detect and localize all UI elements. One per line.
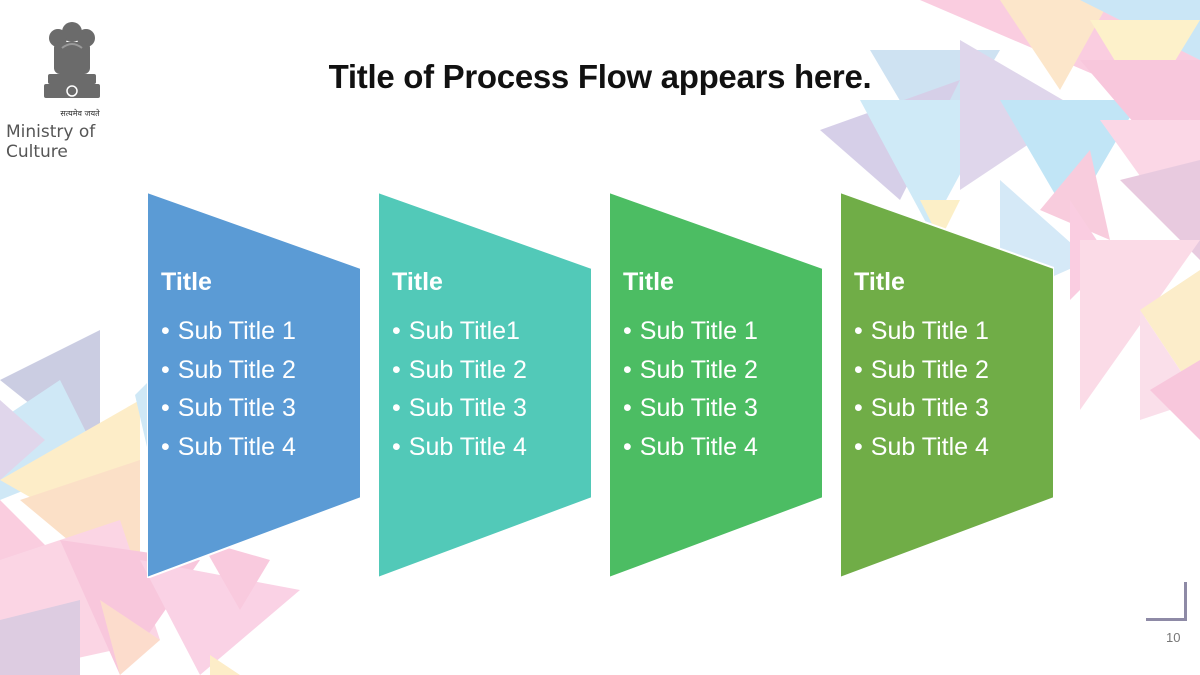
step-subtitle-list: Sub Title 1 Sub Title 2 Sub Title 3 Sub … [623,312,758,466]
page-number: 10 [1166,630,1181,645]
step-subtitle: Sub Title 2 [854,351,989,390]
step-subtitle-list: Sub Title 1 Sub Title 2 Sub Title 3 Sub … [854,312,989,466]
step-title: Title [854,268,905,296]
step-title: Title [623,268,674,296]
step-subtitle: Sub Title 4 [161,428,296,467]
emblem-motto: सत्यमेव जयते [60,109,100,118]
slide-title: Title of Process Flow appears here. [328,58,872,95]
step-subtitle: Sub Title 3 [161,389,296,428]
process-step-1: Title Sub Title 1 Sub Title 2 Sub Title … [147,192,361,578]
step-subtitle: Sub Title 4 [854,428,989,467]
national-emblem-icon [44,22,100,98]
step-subtitle: Sub Title 1 [161,312,296,351]
step-title: Title [392,268,443,296]
process-step-2: Title Sub Title1 Sub Title 2 Sub Title 3… [378,192,592,578]
process-step-3: Title Sub Title 1 Sub Title 2 Sub Title … [609,192,823,578]
corner-bracket-decoration [1146,582,1187,621]
step-subtitle: Sub Title 1 [854,312,989,351]
ministry-logo: सत्यमेव जयते Ministry of Culture [0,8,160,162]
step-subtitle: Sub Title 2 [392,351,527,390]
step-subtitle: Sub Title 3 [392,389,527,428]
step-subtitle: Sub Title 1 [623,312,758,351]
ministry-name: Ministry of Culture [6,122,96,162]
step-subtitle: Sub Title 4 [623,428,758,467]
step-subtitle: Sub Title 4 [392,428,527,467]
step-title: Title [161,268,212,296]
step-subtitle-list: Sub Title1 Sub Title 2 Sub Title 3 Sub T… [392,312,527,466]
step-subtitle-list: Sub Title 1 Sub Title 2 Sub Title 3 Sub … [161,312,296,466]
step-subtitle: Sub Title 2 [623,351,758,390]
step-subtitle: Sub Title 2 [161,351,296,390]
step-subtitle: Sub Title1 [392,312,527,351]
step-subtitle: Sub Title 3 [854,389,989,428]
step-subtitle: Sub Title 3 [623,389,758,428]
process-step-4: Title Sub Title 1 Sub Title 2 Sub Title … [840,192,1054,578]
